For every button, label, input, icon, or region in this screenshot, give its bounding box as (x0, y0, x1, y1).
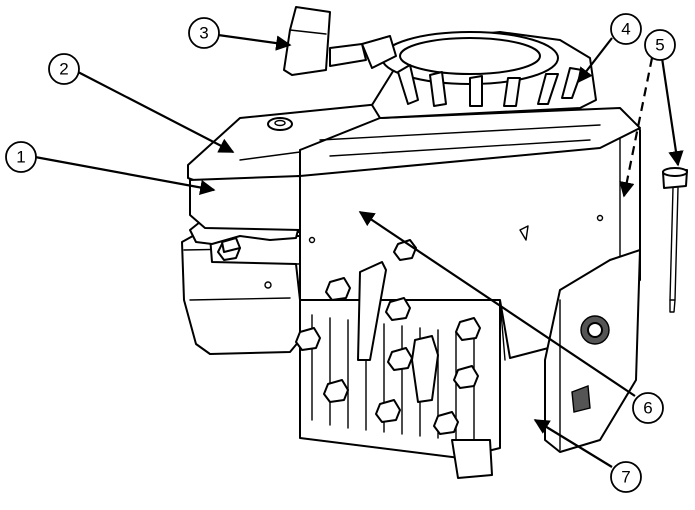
leader-2 (77, 71, 235, 153)
callout-2: 2 (48, 53, 80, 85)
callout-4: 4 (610, 13, 642, 45)
callout-label-7: 7 (621, 468, 630, 487)
callout-label-2: 2 (59, 60, 68, 79)
callout-label-5: 5 (655, 36, 664, 55)
callout-1: 1 (5, 141, 37, 173)
callout-6: 6 (632, 392, 664, 424)
callout-label-1: 1 (16, 148, 25, 167)
callout-leaders (34, 33, 684, 468)
bolts (217, 237, 481, 435)
leader-3 (217, 33, 292, 51)
leader-5b (619, 57, 654, 198)
leader-7 (533, 419, 613, 468)
air-cleaner (361, 31, 597, 119)
callout-3: 3 (188, 17, 220, 49)
callout-5: 5 (644, 29, 676, 61)
callout-label-4: 4 (621, 20, 630, 39)
callout-7: 7 (610, 461, 642, 493)
leader-6 (358, 211, 636, 397)
leader-1 (34, 155, 216, 196)
dipstick (662, 167, 688, 313)
callout-label-3: 3 (199, 24, 208, 43)
callout-label-6: 6 (643, 399, 652, 418)
blower-housing (544, 249, 641, 453)
leader-5a (660, 57, 684, 167)
leader-4 (577, 37, 613, 84)
top-cover (187, 101, 641, 231)
muffler (283, 6, 367, 76)
